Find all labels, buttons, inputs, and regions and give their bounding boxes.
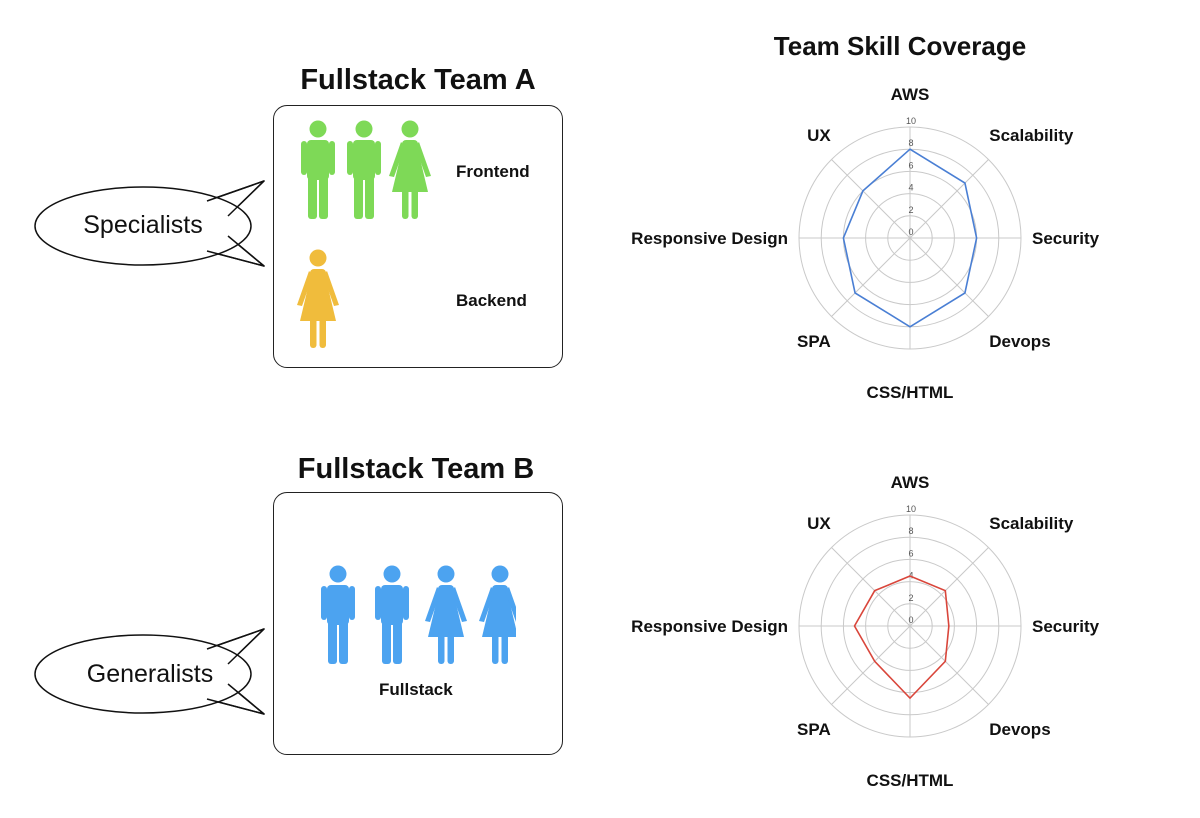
skill-series-polygon — [853, 575, 950, 700]
skill-coverage-title: Team Skill Coverage — [773, 31, 1027, 61]
radial-tick-label: 6 — [908, 548, 913, 558]
man-icon — [347, 120, 381, 219]
man-icon — [321, 565, 355, 664]
axis-label-responsive-design: Responsive Design — [631, 229, 788, 248]
generalists-speech-bubble — [34, 628, 265, 715]
team-b-title: Fullstack Team B — [297, 453, 535, 485]
axis-label-ux: UX — [807, 514, 831, 533]
grid-spoke — [909, 159, 989, 239]
frontend-people-group — [296, 120, 436, 220]
radial-tick-label: 2 — [908, 593, 913, 603]
radial-tick-label: 8 — [908, 138, 913, 148]
skill-series-polygon — [842, 148, 978, 328]
grid-spoke — [909, 625, 989, 705]
axis-label-responsive-design: Responsive Design — [631, 617, 788, 636]
generalists-label: Generalists — [86, 660, 214, 688]
radial-tick-label: 4 — [908, 183, 913, 193]
woman-icon — [297, 249, 339, 348]
team-a-title: Fullstack Team A — [300, 64, 536, 96]
axis-label-css-html: CSS/HTML — [867, 771, 954, 790]
grid-spoke — [831, 159, 911, 239]
man-icon — [375, 565, 409, 664]
radial-tick-label: 8 — [908, 526, 913, 536]
fullstack-people-group — [316, 565, 521, 665]
axis-label-css-html: CSS/HTML — [867, 383, 954, 402]
axis-label-devops: Devops — [989, 332, 1050, 351]
axis-label-devops: Devops — [989, 720, 1050, 739]
fullstack-role-label: Fullstack — [379, 680, 453, 699]
grid-spoke — [831, 237, 911, 317]
grid-spoke — [909, 237, 989, 317]
axis-label-spa: SPA — [797, 720, 831, 739]
grid-spoke — [909, 547, 989, 627]
team-b-box: Fullstack — [273, 492, 563, 755]
axis-label-aws: AWS — [891, 473, 930, 492]
grid-spoke — [831, 625, 911, 705]
woman-icon — [479, 565, 521, 664]
axis-label-scalability: Scalability — [989, 514, 1074, 533]
team-b-skill-radar-chart: 0246810AWSScalabilitySecurityDevopsCSS/H… — [631, 473, 1100, 790]
specialists-speech-bubble — [34, 180, 265, 267]
axis-label-spa: SPA — [797, 332, 831, 351]
axis-label-security: Security — [1032, 229, 1100, 248]
axis-label-scalability: Scalability — [989, 126, 1074, 145]
grid-spoke — [831, 547, 911, 627]
radar-grid — [798, 514, 1022, 738]
team-a-skill-radar-chart: 0 2 4 6 8 10 AWS ScalabilitySecurityDevopsCSS/H… — [631, 85, 1100, 402]
woman-icon — [389, 120, 431, 219]
man-icon — [301, 120, 335, 219]
backend-role-label: Backend — [456, 291, 527, 310]
specialists-label: Specialists — [83, 211, 203, 239]
team-a-box: Frontend Backend — [273, 105, 563, 368]
radial-tick-label: 0 — [908, 615, 913, 625]
radial-tick-label: 6 — [908, 160, 913, 170]
axis-label-aws: AWS — [891, 85, 930, 104]
radar-grid — [798, 126, 1022, 350]
radial-tick-label: 10 — [906, 504, 916, 514]
frontend-role-label: Frontend — [456, 162, 530, 181]
axis-label-ux: UX — [807, 126, 831, 145]
axis-label-security: Security — [1032, 617, 1100, 636]
woman-icon — [425, 565, 467, 664]
radial-tick-label: 0 — [908, 227, 913, 237]
radial-tick-label: 2 — [908, 205, 913, 215]
backend-people-group — [296, 249, 346, 349]
radial-tick-label: 10 — [906, 116, 916, 126]
